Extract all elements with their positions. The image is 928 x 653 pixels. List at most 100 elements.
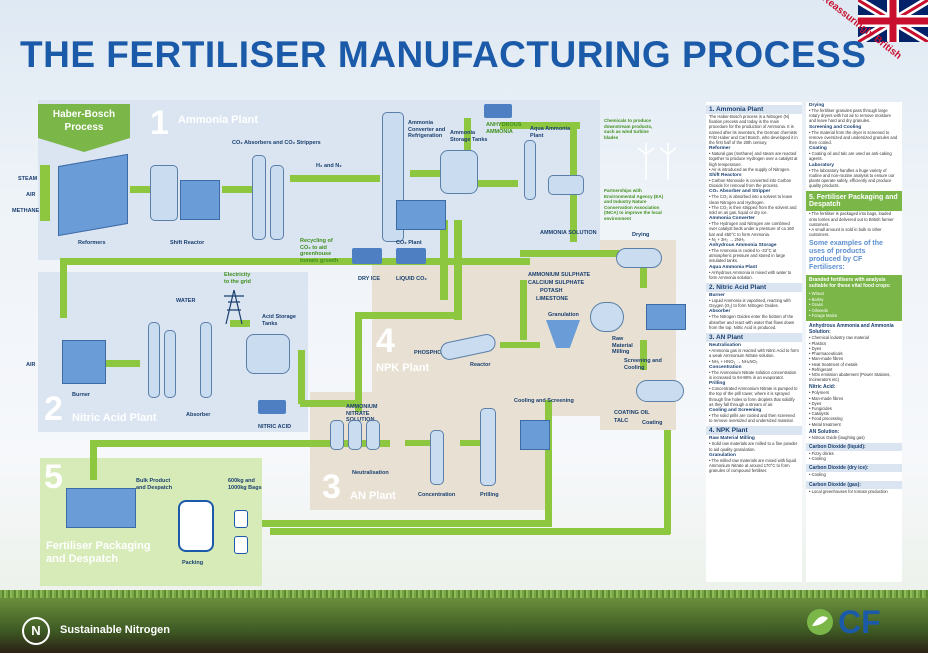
- equipment-label: Ammonia Converter and Refrigeration: [408, 120, 446, 139]
- dryer-drum-icon: [616, 248, 662, 268]
- equipment-label: CO₂ Absorbers and CO₂ Strippers: [232, 140, 321, 146]
- absorber-column-icon: [200, 322, 212, 398]
- list-heading: Carbon Dioxide (liquid):: [806, 442, 902, 451]
- shift-reactor-building-icon: [180, 180, 220, 220]
- sub-heading: Neutralisation: [709, 343, 741, 349]
- equipment-label: Reformers: [78, 240, 106, 246]
- small-bag-icon: [234, 536, 248, 554]
- co2-plant-icon: [396, 200, 446, 230]
- pipe: [298, 350, 305, 404]
- equipment-label: Coating: [642, 420, 663, 426]
- sub-heading: Screening and Cooling: [809, 124, 862, 130]
- pipe: [300, 400, 360, 407]
- sub-heading: Ammonia Converter: [709, 216, 755, 222]
- zone-number: 5: [44, 458, 63, 496]
- neutraliser-icon: [348, 420, 362, 450]
- sub-heading: Granulation: [709, 452, 736, 458]
- pipe: [410, 170, 440, 177]
- side-info-panel-1: 1. Ammonia Plant The Haber-Bosch process…: [706, 102, 802, 582]
- absorber-column-icon: [164, 330, 176, 398]
- mill-icon: [590, 302, 624, 332]
- sub-heading: Laboratory: [809, 162, 835, 168]
- product-label: LIQUID CO₂: [396, 276, 427, 282]
- acid-storage-tank-icon: [246, 334, 290, 374]
- zone-label: AN Plant: [350, 490, 396, 502]
- aqua-column-icon: [524, 140, 536, 200]
- section-heading: 1. Ammonia Plant: [706, 105, 802, 114]
- equipment-label: Burner: [72, 392, 91, 398]
- union-flag-icon: [858, 0, 928, 42]
- note: Recycling of CO₂ to aid greenhouse tomat…: [300, 238, 339, 264]
- paragraph: • Ammonia gas is reacted with Nitric Aci…: [709, 348, 799, 364]
- pipe: [500, 122, 580, 129]
- cf-logo: CF: [838, 604, 881, 640]
- nitrogen-logo-icon: N: [22, 617, 50, 645]
- paragraph: • The material from the dryer is screene…: [809, 129, 898, 146]
- paragraph: • The solid prills are cooled and then s…: [709, 412, 795, 424]
- paragraph: The Haber-Bosch process is a Nitrogen (N…: [709, 114, 798, 146]
- zone-an-plant: 3 AN Plant: [310, 392, 550, 510]
- list-items: • Nitrous Oxide (laughing gas): [809, 434, 865, 440]
- cf-leaf-logo-icon: [807, 609, 833, 635]
- product-label: CALCIUM SULPHATE: [528, 280, 585, 286]
- product-label: COATING OIL: [614, 410, 650, 416]
- neutraliser-icon: [330, 420, 344, 450]
- side-info-panel-2: Drying • The fertiliser granules pass th…: [806, 102, 902, 582]
- paragraph: • The laboratory handles a huge variety …: [809, 167, 895, 189]
- sustainable-nitrogen-label: Sustainable Nitrogen: [60, 624, 171, 636]
- pipe: [90, 440, 390, 447]
- pipe: [454, 220, 462, 320]
- sub-heading: Cooling and Screening: [709, 407, 762, 413]
- product-label: TALC: [614, 418, 629, 424]
- product-label: AMMONIA SOLUTION: [540, 230, 597, 236]
- pipe: [262, 520, 552, 527]
- coating-drum-icon: [636, 380, 684, 402]
- soil-decoration: [0, 598, 928, 653]
- zone-label: Fertiliser Packaging and Despatch: [46, 540, 151, 565]
- pipe: [90, 440, 97, 480]
- sub-heading: Concentration: [709, 364, 742, 370]
- branded-heading: Branded fertilisers with analysis suitab…: [806, 275, 902, 292]
- branded-list: • Wheat • Barley • Grass • Oilseeds • Fo…: [806, 291, 902, 322]
- equipment-label: Drying: [632, 232, 650, 238]
- paragraph: • The Ammonia is cooled to -33°C at atmo…: [709, 248, 786, 264]
- equipment-label: Screening and Cooling: [624, 358, 662, 371]
- paragraph: • Concentrated Ammonium Nitrate is pumpe…: [709, 386, 798, 407]
- prill-tower-icon: [480, 408, 496, 486]
- aqua-tank-icon: [548, 175, 584, 195]
- small-bag-icon: [234, 510, 248, 528]
- sub-heading: Aqua Ammonia Plant: [709, 264, 758, 270]
- equipment-label: Granulation: [548, 312, 579, 318]
- sub-heading: CO₂ Absorber and Stripper: [709, 189, 771, 195]
- zone-number: 1: [150, 104, 169, 142]
- equipment-label: H₂ and N₂: [316, 163, 342, 169]
- pylon-icon: [224, 290, 244, 324]
- paragraph: • The fertiliser granules pass through l…: [809, 108, 891, 124]
- equipment-label: Raw Material Milling: [612, 336, 633, 355]
- input-label: AIR: [26, 192, 36, 198]
- zone-number: 2: [44, 390, 63, 428]
- zone-label: NPK Plant: [376, 362, 430, 374]
- pipe: [640, 268, 647, 288]
- paragraph: • Anhydrous Ammonia is mixed with water …: [709, 269, 792, 280]
- product-label: AMMONIUM SULPHATE: [528, 272, 591, 278]
- zone-label: Nitric Acid Plant: [72, 412, 157, 424]
- paragraph: • Solid raw materials are milled to a fi…: [709, 441, 798, 452]
- list-items: • Cooling: [809, 472, 826, 478]
- list-heading: Nitric Acid:: [809, 384, 836, 391]
- absorber-column-icon: [252, 155, 266, 240]
- product-label: NITRIC ACID: [258, 424, 292, 430]
- pipe: [130, 186, 158, 193]
- paragraph: • Carbon Monoxide is converted into Carb…: [709, 178, 792, 189]
- pipe: [355, 312, 455, 319]
- sub-heading: Prilling: [709, 381, 726, 387]
- pipe: [60, 258, 67, 318]
- list-items: • Polymers • Man-made fibres • Dyes • Fu…: [809, 390, 844, 427]
- equipment-label: Concentration: [418, 492, 456, 498]
- paragraph: • The CO₂ is absorbed into a solvent to …: [709, 194, 797, 216]
- tanker-truck-icon: [258, 400, 286, 414]
- equipment-label: Packing: [182, 560, 204, 566]
- equipment-label: Shift Reactor: [170, 240, 205, 246]
- pipe: [100, 360, 140, 367]
